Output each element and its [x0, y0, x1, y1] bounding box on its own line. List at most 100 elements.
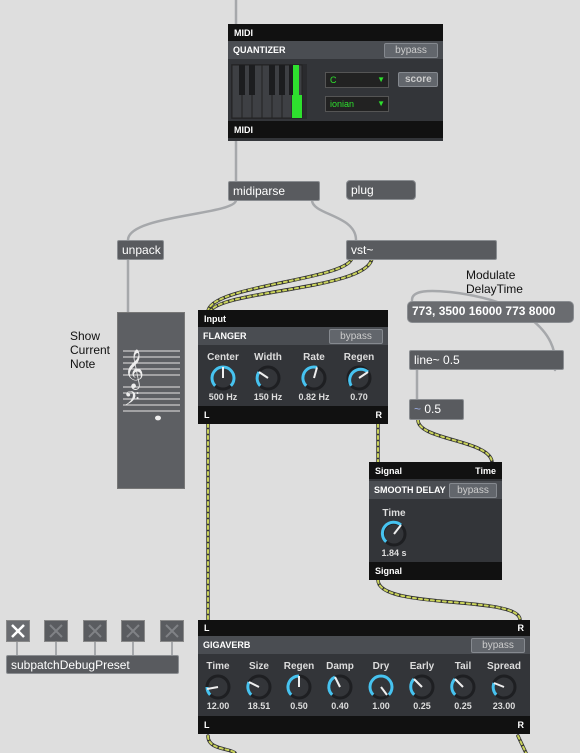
vst-object[interactable]: vst~: [346, 240, 497, 260]
scale-value: ionian: [330, 99, 355, 109]
gigaverb-input-row: L R: [198, 620, 530, 636]
show-note-comment: Show Current Note: [70, 329, 110, 371]
gigaverb-in-right: R: [517, 623, 525, 633]
gigaverb-device: L R GIGAVERB bypass Time 12.00 Size 18.5…: [198, 620, 530, 734]
plug-object[interactable]: plug: [346, 180, 416, 200]
comment-line: Modulate: [466, 268, 516, 282]
rate-knob[interactable]: Rate 0.82 Hz: [289, 352, 339, 402]
smooth-delay-bypass-button[interactable]: bypass: [449, 482, 497, 498]
toggle-2[interactable]: [44, 620, 68, 642]
quantizer-title-row: QUANTIZER bypass: [228, 41, 443, 59]
gigaverb-in-left: L: [204, 623, 210, 633]
quantizer-keyboard[interactable]: [231, 64, 307, 119]
gigaverb-out-right: R: [517, 720, 525, 730]
root-note-value: C: [330, 75, 337, 85]
scale-menu[interactable]: ionian ▼: [325, 96, 389, 112]
time-knob[interactable]: Time 12.00: [193, 661, 243, 711]
smooth-delay-output-label: Signal: [369, 562, 502, 580]
knob-dial-icon: [450, 674, 476, 700]
knob-label: Early: [409, 661, 435, 672]
comment-line: Current: [70, 343, 111, 357]
flanger-input-label: Input: [198, 310, 388, 327]
flanger-out-left: L: [204, 410, 210, 420]
knob-value: 0.25: [413, 701, 431, 711]
smooth-delay-title: SMOOTH DELAY: [374, 485, 446, 495]
quantizer-bypass-button[interactable]: bypass: [384, 42, 438, 58]
flanger-out-right: R: [375, 410, 383, 420]
gigaverb-bypass-button[interactable]: bypass: [471, 637, 525, 653]
knob-label: Dry: [372, 661, 390, 672]
note-head-icon: [155, 415, 161, 421]
knob-dial-icon: [286, 674, 312, 700]
nslider-note-display[interactable]: 𝄞 𝄢: [117, 312, 185, 489]
knob-dial-icon: [301, 365, 327, 391]
knob-dial-icon: [255, 365, 281, 391]
knob-dial-icon: [210, 365, 236, 391]
knob-label: Rate: [303, 352, 325, 363]
knob-value: 1.84 s: [381, 548, 407, 558]
knob-value: 500 Hz: [208, 392, 238, 402]
flanger-bypass-button[interactable]: bypass: [329, 328, 383, 344]
modulate-comment: Modulate DelayTime: [466, 268, 523, 296]
tail-knob[interactable]: Tail 0.25: [438, 661, 488, 711]
quantizer-title: QUANTIZER: [233, 45, 286, 55]
message-box[interactable]: 773, 3500 16000 773 8000: [407, 301, 574, 323]
flanger-title-row: FLANGER bypass: [198, 327, 388, 345]
dry-knob[interactable]: Dry 1.00: [356, 661, 406, 711]
knob-dial-icon: [491, 674, 517, 700]
center-knob[interactable]: Center 500 Hz: [198, 352, 248, 402]
subpatch-object[interactable]: subpatchDebugPreset: [6, 655, 179, 674]
spread-knob[interactable]: Spread 23.00: [479, 661, 529, 711]
knob-dial-icon: [368, 674, 394, 700]
smooth-delay-title-row: SMOOTH DELAY bypass: [369, 481, 502, 499]
width-knob[interactable]: Width 150 Hz: [243, 352, 293, 402]
knob-label: Damp: [326, 661, 354, 672]
toggle-4[interactable]: [121, 620, 145, 642]
knob-value: 0.40: [331, 701, 349, 711]
early-knob[interactable]: Early 0.25: [397, 661, 447, 711]
knob-dial-icon: [346, 365, 372, 391]
signal-inlet-label: Signal: [375, 465, 403, 476]
sig-value: 0.5: [424, 402, 442, 416]
knob-label: Spread: [487, 661, 521, 672]
regen-knob[interactable]: Regen 0.50: [274, 661, 324, 711]
delay-time-knob[interactable]: Time 1.84 s: [369, 508, 419, 558]
knob-label: Center: [207, 352, 239, 363]
flanger-device: Input FLANGER bypass Center 500 Hz Width…: [198, 310, 388, 424]
knob-value: 18.51: [247, 701, 271, 711]
comment-line: DelayTime: [466, 282, 523, 296]
flanger-output-row: L R: [198, 406, 388, 424]
score-button[interactable]: score: [398, 72, 438, 87]
unpack-object[interactable]: unpack: [117, 240, 164, 260]
quantizer-device: MIDI QUANTIZER bypass C ▼ ionian ▼ score…: [228, 24, 443, 141]
knob-label: Size: [248, 661, 269, 672]
toggle-5[interactable]: [160, 620, 184, 642]
smooth-delay-device: Signal Time SMOOTH DELAY bypass Time 1.8…: [369, 462, 502, 580]
knob-label: Width: [254, 352, 282, 363]
knob-value: 0.82 Hz: [298, 392, 330, 402]
sig-object[interactable]: ~ 0.5: [409, 399, 464, 420]
toggle-3[interactable]: [83, 620, 107, 642]
staff-display: 𝄞 𝄢: [123, 349, 180, 421]
gigaverb-title: GIGAVERB: [203, 640, 251, 650]
regen-knob[interactable]: Regen 0.70: [334, 352, 384, 402]
knob-value: 0.50: [290, 701, 308, 711]
knob-dial-icon: [246, 674, 272, 700]
size-knob[interactable]: Size 18.51: [234, 661, 284, 711]
knob-dial-icon: [409, 674, 435, 700]
root-note-menu[interactable]: C ▼: [325, 72, 389, 88]
knob-label: Regen: [283, 661, 315, 672]
treble-clef-icon: 𝄞: [124, 349, 144, 390]
damp-knob[interactable]: Damp 0.40: [315, 661, 365, 711]
knob-value: 0.70: [350, 392, 368, 402]
flanger-title: FLANGER: [203, 331, 247, 341]
toggle-1[interactable]: [6, 620, 30, 642]
line-object[interactable]: line~ 0.5: [409, 350, 564, 370]
time-inlet-label: Time: [475, 465, 496, 476]
knob-dial-icon: [205, 674, 231, 700]
knob-dial-icon: [327, 674, 353, 700]
x-icon: [11, 624, 25, 638]
x-icon: [126, 624, 140, 638]
tilde-icon: ~: [414, 402, 422, 416]
midiparse-object[interactable]: midiparse: [228, 181, 320, 201]
